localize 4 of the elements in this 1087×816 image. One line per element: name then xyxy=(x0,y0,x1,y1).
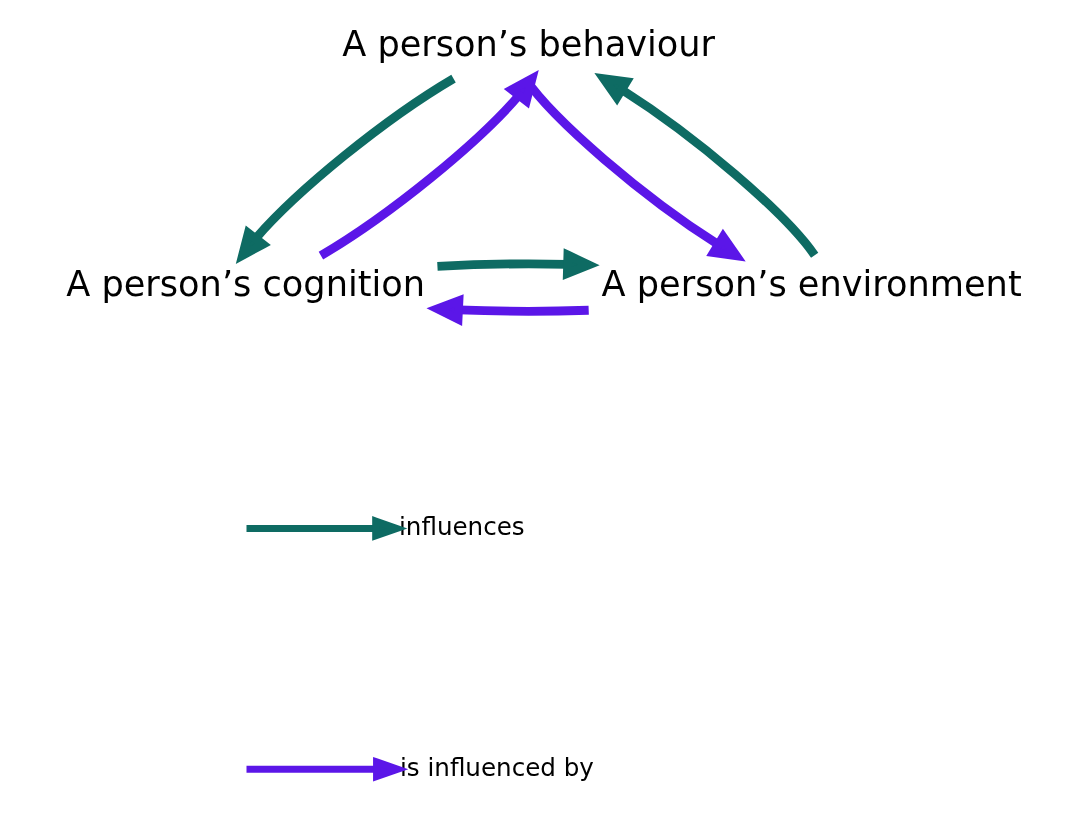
node-text: A person’s behaviour xyxy=(341,22,715,64)
legend-label: influences xyxy=(398,511,525,541)
node-text: A person’s cognition xyxy=(65,263,425,305)
node-text: A person’s environment xyxy=(601,263,1022,305)
